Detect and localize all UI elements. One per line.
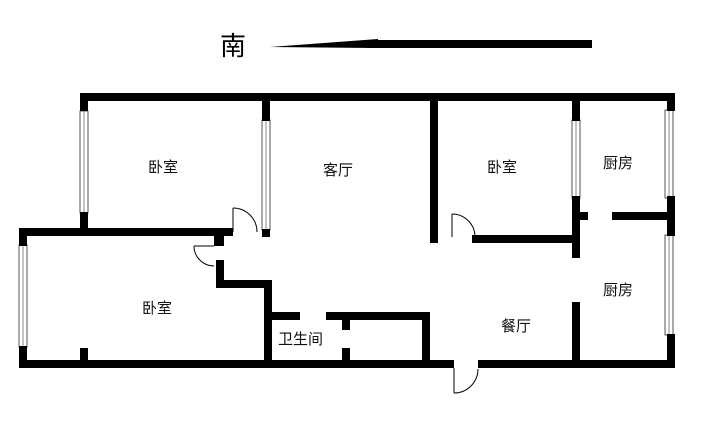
window-inner-1 xyxy=(261,119,271,231)
compass-label: 南 xyxy=(220,32,246,62)
window-inner-2 xyxy=(571,119,581,199)
door-top-left-bedroom xyxy=(232,207,258,233)
window-right-bottom xyxy=(664,234,674,336)
room-label-bedroom-top-left: 卧室 xyxy=(148,158,178,176)
door-entrance xyxy=(453,368,479,394)
room-label-dining-room: 餐厅 xyxy=(501,317,531,335)
room-label-bedroom-bottom-left: 卧室 xyxy=(142,299,172,317)
room-label-bathroom: 卫生间 xyxy=(278,330,323,348)
door-bottom-left-bedroom xyxy=(193,245,215,267)
window-left-top xyxy=(79,110,89,214)
room-label-bedroom-top-right: 卧室 xyxy=(487,158,517,176)
window-left-bottom xyxy=(18,244,28,348)
door-top-right-bedroom xyxy=(451,213,476,238)
room-label-kitchen-top: 厨房 xyxy=(603,154,633,172)
room-label-kitchen-bottom: 厨房 xyxy=(603,281,633,299)
window-right-top xyxy=(664,109,674,199)
north-arrow-icon xyxy=(270,39,592,48)
walls xyxy=(19,93,675,368)
room-label-living-room: 客厅 xyxy=(323,161,353,179)
